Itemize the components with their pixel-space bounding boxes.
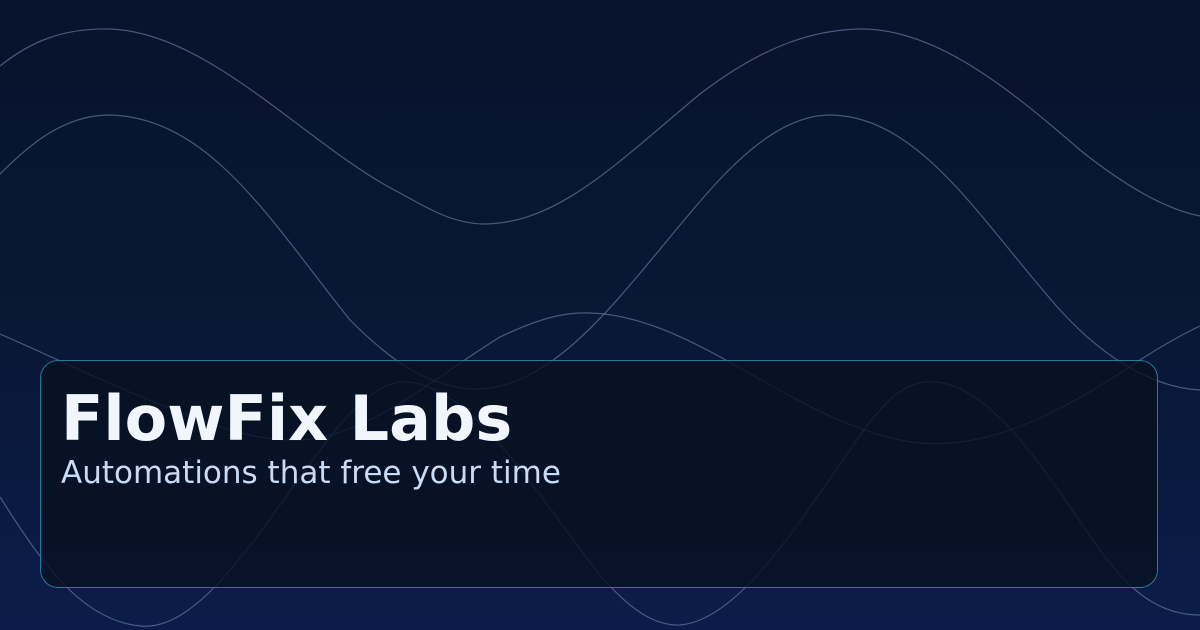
brand-tagline: Automations that free your time [61,455,561,491]
brand-card: FlowFix Labs Automations that free your … [40,360,1158,588]
brand-name: FlowFix Labs [61,382,513,455]
wave-line-middle [0,114,1200,391]
wave-line-upper [0,28,1200,225]
